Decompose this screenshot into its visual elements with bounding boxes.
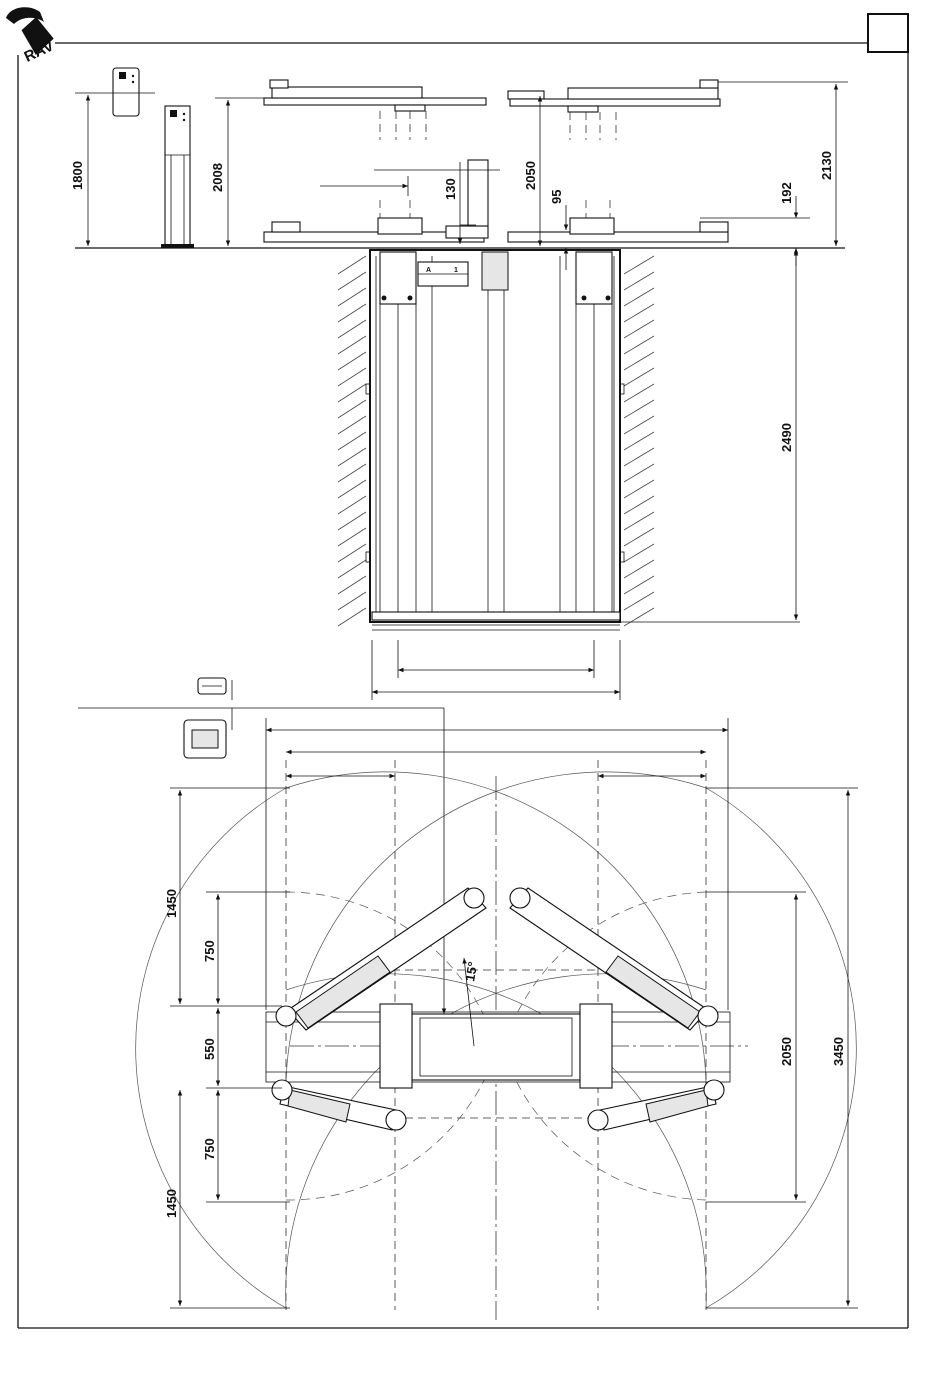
dim-2050-elevation: 2050 (523, 161, 538, 190)
hatch-line (624, 544, 654, 562)
hatch-line (338, 544, 366, 562)
hatch-line (624, 528, 654, 546)
hatch-line (624, 560, 654, 578)
hatch-line (624, 400, 654, 418)
dim-2008: 2008 (210, 163, 225, 192)
dim-3450: 3450 (831, 1037, 846, 1066)
dim-1450-lower: 1450 (164, 1189, 179, 1218)
hatch-line (624, 304, 654, 322)
hatch-line (338, 496, 366, 514)
dim-750-upper: 750 (202, 940, 217, 962)
hatch-line (624, 464, 654, 482)
plan-view: 15° 1450 750 550 750 1450 2050 3450 (136, 718, 858, 1320)
dim-750-lower: 750 (202, 1138, 217, 1160)
plate-label-1: 1 (454, 267, 458, 274)
dim-130: 130 (443, 178, 458, 200)
hatch-line (624, 512, 654, 530)
sheet-frame (18, 14, 908, 1328)
hatch-line (624, 256, 654, 274)
hatch-line (338, 432, 366, 450)
hatch-line (338, 480, 366, 498)
control-panel-elevation (113, 68, 194, 248)
lift-lowered-position (264, 160, 728, 242)
hatch-line (338, 464, 366, 482)
hatch-line (624, 448, 654, 466)
rav-logo: RAV (6, 7, 57, 65)
hatch-line (338, 592, 366, 610)
hatch-line (338, 256, 366, 274)
dim-1450-upper: 1450 (164, 889, 179, 918)
page-number-box (868, 14, 908, 52)
hatch-line (338, 400, 366, 418)
hatch-line (338, 560, 366, 578)
hatch-line (338, 448, 366, 466)
hatch-line (338, 528, 366, 546)
hatch-line (624, 272, 654, 290)
dim-2490: 2490 (779, 423, 794, 452)
hatch-line (624, 496, 654, 514)
hatch-line (624, 368, 654, 386)
hatch-line (624, 608, 654, 626)
hatch-line (624, 288, 654, 306)
lift-raised-position (264, 80, 720, 140)
hatch-line (624, 320, 654, 338)
dim-2050-plan: 2050 (779, 1037, 794, 1066)
pit-section: A 1 (338, 250, 654, 630)
dim-1800: 1800 (70, 161, 85, 190)
hatch-line (338, 384, 366, 402)
hatch-line (338, 352, 366, 370)
hatch-line (624, 336, 654, 354)
dim-2130: 2130 (819, 151, 834, 180)
hatch-line (338, 368, 366, 386)
hatch-line (338, 288, 366, 306)
hatch-line (624, 384, 654, 402)
dim-15-degrees: 15° (462, 961, 480, 983)
hatch-line (624, 352, 654, 370)
dim-550: 550 (202, 1038, 217, 1060)
dim-95: 95 (549, 190, 564, 204)
plate-label-a: A (426, 267, 431, 274)
hatch-line (338, 576, 366, 594)
arm-upper-right (510, 888, 718, 1030)
dim-192: 192 (779, 182, 794, 204)
hatch-line (624, 576, 654, 594)
hatch-line (624, 480, 654, 498)
hatch-line (338, 416, 366, 434)
hatch-line (338, 512, 366, 530)
hatch-line (624, 432, 654, 450)
hatch-line (338, 272, 366, 290)
hatch-line (624, 592, 654, 610)
hatch-line (624, 416, 654, 434)
logo-text: RAV (22, 37, 57, 65)
hatch-line (338, 304, 366, 322)
hatch-line (338, 336, 366, 354)
hatch-line (338, 320, 366, 338)
hatch-line (338, 608, 366, 626)
